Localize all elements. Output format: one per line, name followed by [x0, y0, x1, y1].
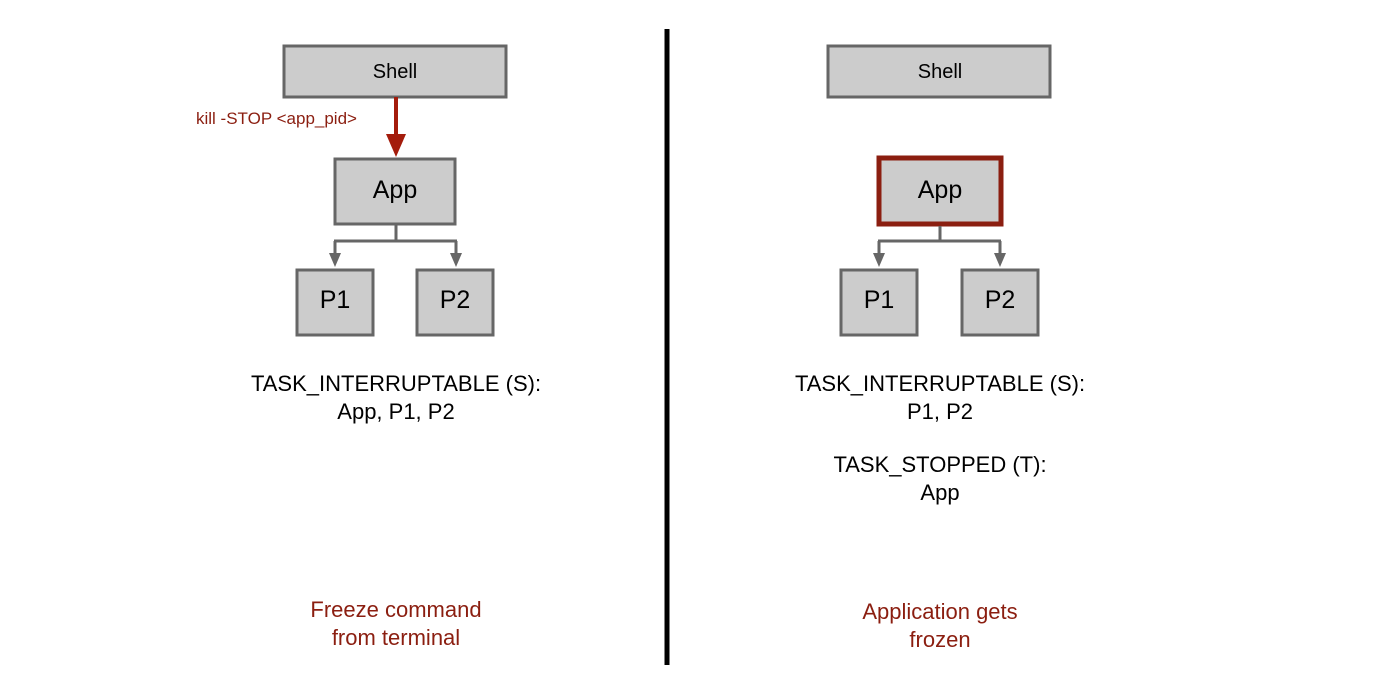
left-interruptable-list: App, P1, P2 [337, 399, 455, 424]
right-p2-label: P2 [985, 286, 1016, 314]
left-panel: Shell kill -STOP <app_pid> App P1 P2 [196, 44, 508, 337]
left-interruptable-state: TASK_INTERRUPTABLE (S): App, P1, P2 [196, 370, 596, 426]
kill-signal-arrow [386, 97, 406, 157]
left-caption: Freeze command from terminal [196, 596, 596, 652]
right-caption-line2: frozen [909, 627, 971, 652]
right-p1-node: P1 [839, 268, 919, 337]
kill-command-label: kill -STOP <app_pid> [196, 109, 357, 128]
right-p2-node: P2 [960, 268, 1040, 337]
right-panel: Shell App P1 P2 [826, 44, 1052, 337]
right-app-label: App [918, 176, 962, 204]
left-p2-node: P2 [415, 268, 495, 337]
right-stopped-heading: TASK_STOPPED (T): [833, 452, 1047, 477]
left-app-label: App [373, 176, 417, 204]
right-interruptable-state: TASK_INTERRUPTABLE (S): P1, P2 [740, 370, 1140, 426]
left-shell-label: Shell [373, 61, 417, 83]
right-caption: Application gets frozen [740, 598, 1140, 654]
right-children-connector [873, 226, 1006, 267]
left-caption-line1: Freeze command [310, 597, 482, 622]
right-shell-label: Shell [918, 61, 962, 83]
left-interruptable-heading: TASK_INTERRUPTABLE (S): [250, 371, 542, 396]
left-caption-line2: from terminal [331, 625, 461, 650]
right-interruptable-list: P1, P2 [906, 399, 974, 424]
right-caption-line1: Application gets [862, 599, 1018, 624]
left-p1-label: P1 [320, 286, 351, 314]
left-app-node: App [333, 157, 457, 226]
right-app-node-frozen: App [876, 155, 1004, 227]
left-p1-node: P1 [295, 268, 375, 337]
right-interruptable-heading: TASK_INTERRUPTABLE (S): [794, 371, 1086, 396]
right-stopped-state: TASK_STOPPED (T): App [740, 451, 1140, 507]
right-p1-label: P1 [864, 286, 895, 314]
right-shell-node: Shell [826, 44, 1052, 99]
right-stopped-list: App [920, 480, 960, 505]
left-children-connector [329, 224, 462, 267]
left-shell-node: Shell [282, 44, 508, 99]
left-p2-label: P2 [440, 286, 471, 314]
